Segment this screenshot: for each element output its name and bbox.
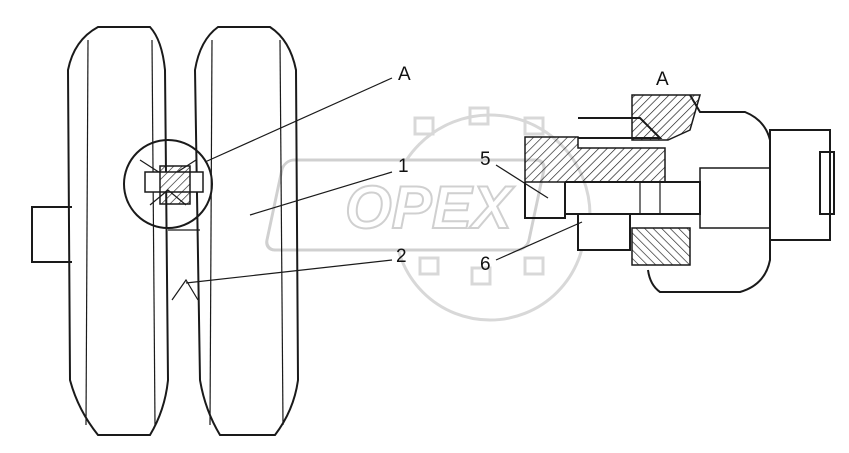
ring-bottom (631, 227, 691, 266)
roller-assembly (31, 26, 300, 436)
shaft (31, 206, 72, 263)
callout-6: 6 (480, 254, 491, 275)
nut (524, 136, 666, 183)
detail-circle-a (123, 139, 213, 229)
spacer (577, 213, 631, 251)
callout-a-left: A (398, 64, 411, 85)
callout-1: 1 (398, 156, 409, 177)
watermark-text: OPEX (345, 174, 516, 241)
section-detail-a (524, 94, 835, 293)
wheel-left (66, 26, 170, 436)
ring-top (631, 94, 701, 141)
hub-body (647, 94, 771, 293)
callout-a-right: A (656, 69, 669, 90)
leader-lines (185, 77, 583, 284)
wheel-right (193, 26, 300, 436)
watermark-logo: OPEX (265, 106, 592, 322)
callout-2: 2 (396, 246, 407, 267)
callout-5: 5 (480, 149, 491, 170)
